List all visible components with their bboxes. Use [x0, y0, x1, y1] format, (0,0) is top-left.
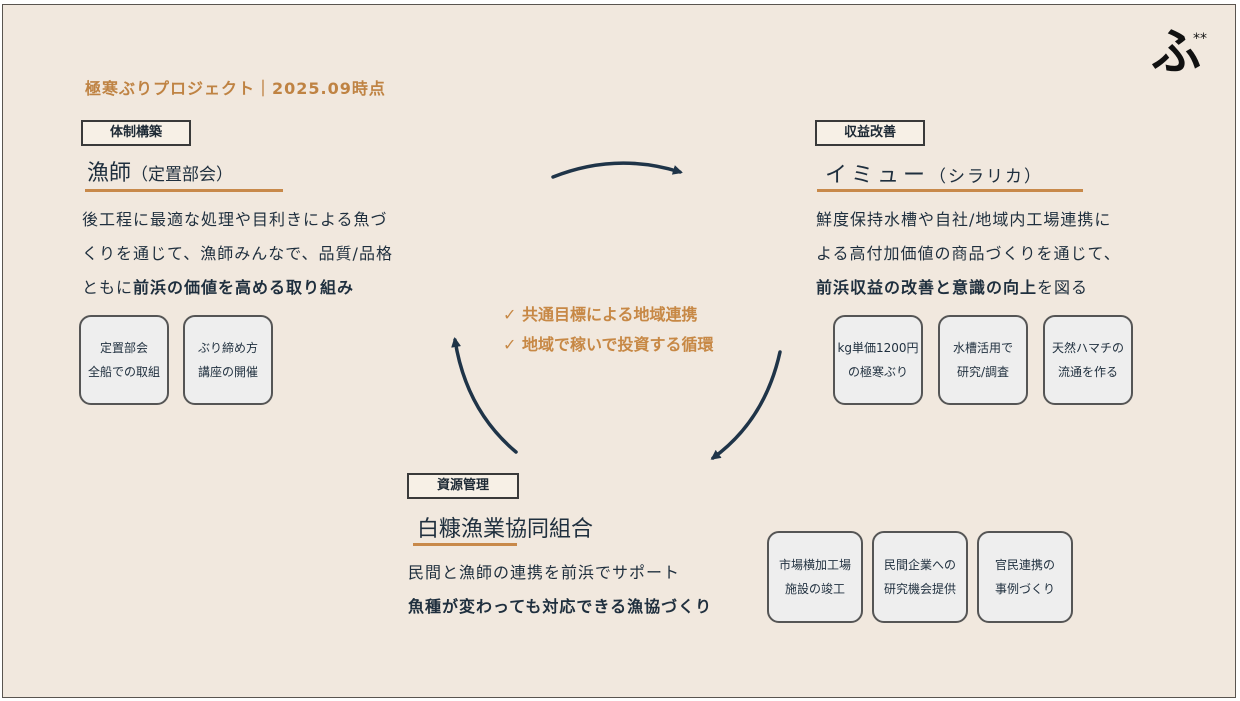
shared-goal-1: ✓ 共通目標による地域連携 — [503, 305, 698, 324]
title-imyu-main: イミュー — [825, 163, 930, 188]
card-fisher-1: 定置部会全船での取組 — [79, 315, 169, 405]
card-imyu-1: kg単価1200円の極寒ぶり — [833, 315, 923, 405]
desc-coop-line-2: 魚種が変わっても対応できる漁協づくり — [408, 597, 713, 616]
underline-coop — [413, 543, 517, 546]
tag-fisher: 体制構築 — [81, 120, 191, 146]
card-fisher-2: ぶり締め方講座の開催 — [183, 315, 273, 405]
desc-fisher-line: くりを通じて、漁師みんなで、品質/品格 — [82, 244, 393, 263]
shared-goal-2: ✓ 地域で稼いで投資する循環 — [503, 335, 714, 354]
desc-fisher-line: ともに前浜の価値を高める取り組み — [82, 278, 355, 297]
title-coop: 白糠漁業協同組合 — [417, 517, 594, 542]
card-coop-2: 民間企業への研究機会提供 — [872, 531, 968, 623]
arrow-coop-to-fisher — [451, 337, 518, 454]
desc-imyu: 鮮度保持水槽や自社/地域内工場連携に よる高付加価値の商品づくりを通じて、 前浜… — [816, 203, 1121, 305]
desc-fisher-line: 後工程に最適な処理や目利きによる魚づ — [82, 210, 388, 229]
title-fisher-main: 漁師 — [87, 161, 132, 186]
desc-coop-line-1: 民間と漁師の連携を前浜でサポート — [408, 563, 681, 582]
desc-imyu-line: よる高付加価値の商品づくりを通じて、 — [816, 244, 1121, 263]
tag-coop: 資源管理 — [407, 473, 519, 499]
logo-stars: ** — [1193, 31, 1207, 47]
check-icon: ✓ — [503, 305, 517, 324]
tag-imyu: 収益改善 — [815, 120, 925, 146]
card-imyu-3: 天然ハマチの流通を作る — [1043, 315, 1133, 405]
arrow-fisher-to-imyu — [551, 161, 683, 179]
underline-fisher — [85, 189, 283, 192]
card-imyu-2: 水槽活用で研究/調査 — [938, 315, 1028, 405]
title-fisher: 漁師（定置部会） — [87, 155, 233, 187]
desc-fisher: 後工程に最適な処理や目利きによる魚づ くりを通じて、漁師みんなで、品質/品格 と… — [82, 203, 393, 305]
desc-imyu-line: 鮮度保持水槽や自社/地域内工場連携に — [816, 210, 1112, 229]
header-title: 極寒ぶりプロジェクト｜2025.09時点 — [85, 79, 386, 98]
arrow-imyu-to-coop — [710, 350, 782, 460]
card-coop-1: 市場横加工場施設の竣工 — [767, 531, 863, 623]
title-imyu: イミュー（シラリカ） — [825, 157, 1043, 189]
desc-coop: 民間と漁師の連携を前浜でサポート 魚種が変わっても対応できる漁協づくり — [408, 556, 712, 624]
slide: 極寒ぶりプロジェクト｜2025.09時点 ふ ** 体制構築 漁師（定置部会） … — [2, 4, 1236, 698]
title-fisher-sub: （定置部会） — [131, 165, 234, 185]
card-coop-3: 官民連携の事例づくり — [977, 531, 1073, 623]
title-imyu-sub: （シラリカ） — [929, 167, 1044, 187]
desc-imyu-line: 前浜収益の改善と意識の向上を図る — [816, 278, 1089, 297]
logo-mark: ふ — [1151, 22, 1201, 81]
check-icon: ✓ — [503, 335, 517, 354]
shared-goals: ✓ 共通目標による地域連携 ✓ 地域で稼いで投資する循環 — [503, 300, 714, 360]
underline-imyu — [817, 189, 1083, 192]
